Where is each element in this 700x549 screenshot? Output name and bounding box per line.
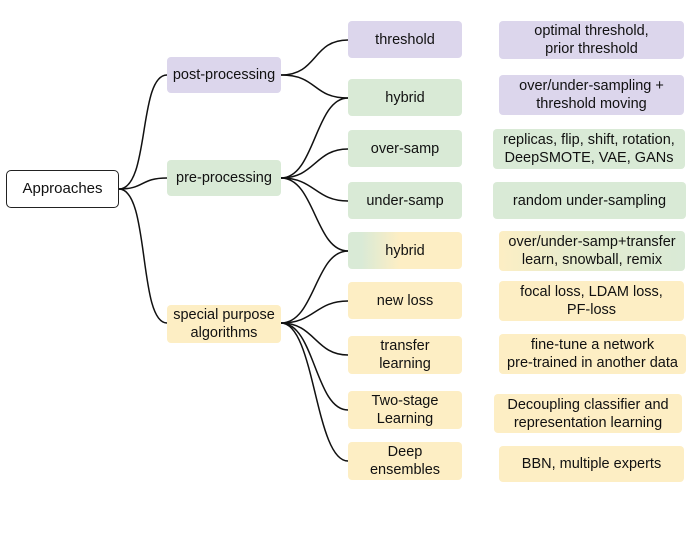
method-over-samp: over-samp (348, 130, 462, 167)
edge-spec-hybrid (280, 250, 349, 324)
detail-hybrid-post: over/under-sampling + threshold moving (499, 75, 684, 115)
edge-pre-hybrid (280, 97, 349, 179)
detail-hybrid-pre: over/under-samp+transfer learn, snowball… (499, 231, 685, 271)
category-special-purpose-algorithms: special purpose algorithms (167, 305, 281, 343)
edge-spec-ensembles (280, 322, 349, 462)
detail-under-samp: random under-sampling (493, 182, 686, 219)
detail-threshold: optimal threshold, prior threshold (499, 21, 684, 59)
method-transfer-learning: transfer learning (348, 336, 462, 374)
edge-pre-over-samp (280, 148, 349, 179)
category-post-processing: post-processing (167, 57, 281, 93)
category-pre-processing: pre-processing (167, 160, 281, 196)
method-threshold: threshold (348, 21, 462, 58)
edge-post-hybrid (280, 74, 349, 99)
edge-root-pre-processing (118, 177, 168, 190)
method-new-loss: new loss (348, 282, 462, 319)
detail-two-stage-learning: Decoupling classifier and representation… (494, 394, 682, 433)
method-hybrid-pre: hybrid (348, 232, 462, 269)
detail-deep-ensembles: BBN, multiple experts (499, 446, 684, 482)
edge-root-post-processing (118, 74, 168, 190)
method-under-samp: under-samp (348, 182, 462, 219)
detail-over-samp: replicas, flip, shift, rotation, DeepSMO… (493, 129, 685, 169)
edge-spec-two-stage (280, 322, 349, 411)
root-node: Approaches (6, 170, 119, 208)
edge-root-special-purpose (118, 188, 168, 324)
edge-spec-new-loss (280, 300, 349, 324)
edge-pre-under-samp (280, 177, 349, 202)
detail-transfer-learning: fine-tune a network pre-trained in anoth… (499, 334, 686, 374)
edge-post-threshold (280, 39, 349, 76)
edge-spec-transfer (280, 322, 349, 356)
method-two-stage-learning: Two-stage Learning (348, 391, 462, 429)
method-deep-ensembles: Deep ensembles (348, 442, 462, 480)
method-hybrid-post: hybrid (348, 79, 462, 116)
detail-new-loss: focal loss, LDAM loss, PF-loss (499, 281, 684, 321)
edge-pre-hybrid-2 (280, 177, 349, 252)
